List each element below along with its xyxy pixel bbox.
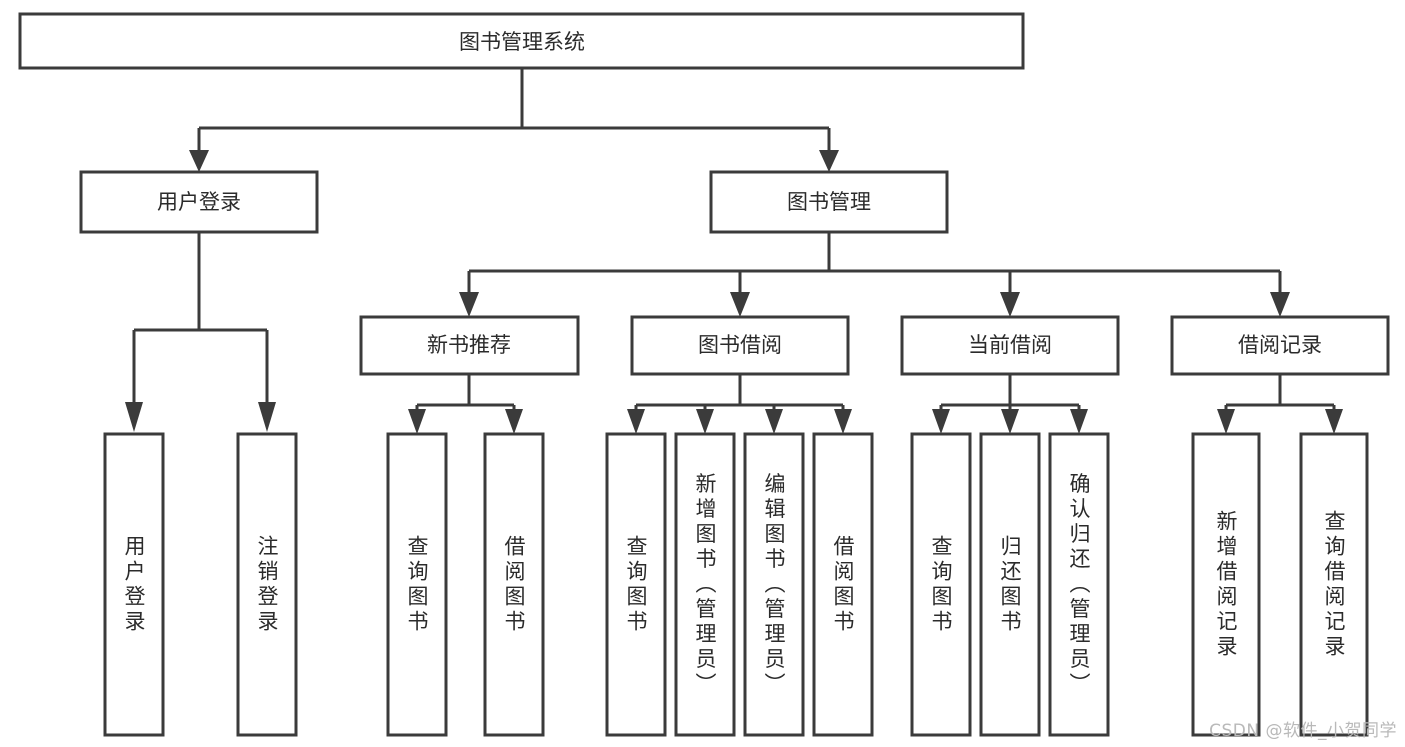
node-root-box[interactable] (18, 12, 1025, 70)
leaf-record-add-record-box[interactable] (1191, 432, 1261, 737)
leaf-current-return-book-label: 归还图书 (998, 535, 1022, 635)
leaf-newbook-query-book-label: 查询图书 (405, 535, 429, 635)
leaf-current-return-book[interactable]: 归还图书 (979, 432, 1041, 737)
node-book-manage-box[interactable] (709, 170, 949, 234)
leaf-current-query-book[interactable]: 查询图书 (910, 432, 972, 737)
arrowhead-borrow-leaf-1 (627, 409, 645, 434)
leaf-borrow-edit-book-admin-box[interactable] (743, 432, 805, 737)
leaf-borrow-query-book-box[interactable] (605, 432, 667, 737)
arrowhead-leaf-logout (258, 402, 276, 432)
leaf-user-login-box[interactable] (103, 432, 165, 737)
node-user-login-label: 用户登录 (157, 190, 241, 214)
leaf-borrow-add-book-admin[interactable]: 新增图书（管理员） (674, 432, 736, 737)
arrowhead-borrow-leaf-2 (696, 409, 714, 434)
node-book-borrow[interactable]: 图书借阅 (630, 315, 850, 376)
leaf-current-return-book-box[interactable] (979, 432, 1041, 737)
node-current-borrow-box[interactable] (900, 315, 1120, 376)
arrowhead-record-leaf-1 (1217, 409, 1235, 434)
node-borrow-record-label: 借阅记录 (1238, 333, 1322, 357)
arrowhead-book-manage (819, 150, 839, 172)
node-user-login-box[interactable] (79, 170, 319, 234)
leaf-borrow-borrow-book-box[interactable] (812, 432, 874, 737)
leaf-current-query-book-label: 查询图书 (929, 535, 953, 635)
leaf-logout-box[interactable] (236, 432, 298, 737)
leaf-newbook-query-book-box[interactable] (386, 432, 448, 737)
leaf-record-query-record-label: 查询借阅记录 (1322, 510, 1346, 660)
node-new-book-recommend[interactable]: 新书推荐 (359, 315, 580, 376)
node-root[interactable]: 图书管理系统 (18, 12, 1025, 70)
leaf-current-confirm-return-admin-box[interactable] (1048, 432, 1110, 737)
node-new-book-recommend-label: 新书推荐 (427, 333, 511, 357)
leaf-record-add-record[interactable]: 新增借阅记录 (1191, 432, 1261, 737)
leaf-borrow-add-book-admin-box[interactable] (674, 432, 736, 737)
arrowhead-borrow (730, 292, 750, 317)
leaf-current-confirm-return-admin[interactable]: 确认归还（管理员） (1048, 432, 1110, 737)
leaf-newbook-borrow-book-label: 借阅图书 (502, 535, 526, 635)
leaf-newbook-borrow-book-box[interactable] (483, 432, 545, 737)
node-user-login[interactable]: 用户登录 (79, 170, 319, 234)
arrowhead-user-login (189, 150, 209, 172)
leaf-record-query-record[interactable]: 查询借阅记录 (1299, 432, 1369, 737)
node-book-manage[interactable]: 图书管理 (709, 170, 949, 234)
node-current-borrow[interactable]: 当前借阅 (900, 315, 1120, 376)
leaf-logout-label: 注销登录 (255, 535, 279, 635)
leaf-user-login-label: 用户登录 (122, 535, 146, 635)
leaf-borrow-edit-book-admin[interactable]: 编辑图书（管理员） (743, 432, 805, 737)
node-book-borrow-box[interactable] (630, 315, 850, 376)
leaf-borrow-query-book[interactable]: 查询图书 (605, 432, 667, 737)
node-current-borrow-label: 当前借阅 (968, 333, 1052, 357)
arrowhead-record-leaf-2 (1325, 409, 1343, 434)
leaf-borrow-add-book-admin-label: 新增图书（管理员） (693, 473, 717, 698)
node-borrow-record[interactable]: 借阅记录 (1170, 315, 1390, 376)
arrowhead-newbook-leaf-2 (505, 409, 523, 434)
arrowhead-current-leaf-2 (1001, 409, 1019, 434)
connectors-layer (125, 68, 1343, 434)
arrowhead-current-leaf-3 (1070, 409, 1088, 434)
arrowhead-borrow-leaf-4 (834, 409, 852, 434)
arrowhead-newbook-leaf-1 (408, 409, 426, 434)
arrowhead-current-leaf-1 (932, 409, 950, 434)
leaf-record-query-record-box[interactable] (1299, 432, 1369, 737)
leaf-borrow-borrow-book[interactable]: 借阅图书 (812, 432, 874, 737)
node-book-manage-label: 图书管理 (787, 190, 871, 214)
node-borrow-record-box[interactable] (1170, 315, 1390, 376)
leaf-borrow-edit-book-admin-label: 编辑图书（管理员） (762, 473, 786, 698)
node-new-book-recommend-box[interactable] (359, 315, 580, 376)
arrowhead-borrow-leaf-3 (765, 409, 783, 434)
leaf-user-login[interactable]: 用户登录 (103, 432, 165, 737)
leaf-current-confirm-return-admin-label: 确认归还（管理员） (1067, 473, 1091, 698)
leaf-borrow-borrow-book-label: 借阅图书 (831, 535, 855, 635)
arrowhead-leaf-user-login (125, 402, 143, 432)
leaf-borrow-query-book-label: 查询图书 (624, 535, 648, 635)
node-root-label: 图书管理系统 (459, 30, 585, 54)
leaf-logout[interactable]: 注销登录 (236, 432, 298, 737)
node-book-borrow-label: 图书借阅 (698, 333, 782, 357)
arrowhead-record (1270, 292, 1290, 317)
leaf-newbook-borrow-book[interactable]: 借阅图书 (483, 432, 545, 737)
leaf-record-add-record-label: 新增借阅记录 (1214, 510, 1238, 660)
leaf-newbook-query-book[interactable]: 查询图书 (386, 432, 448, 737)
arrowhead-current (1000, 292, 1020, 317)
arrowhead-newbook (459, 292, 479, 317)
leaf-current-query-book-box[interactable] (910, 432, 972, 737)
